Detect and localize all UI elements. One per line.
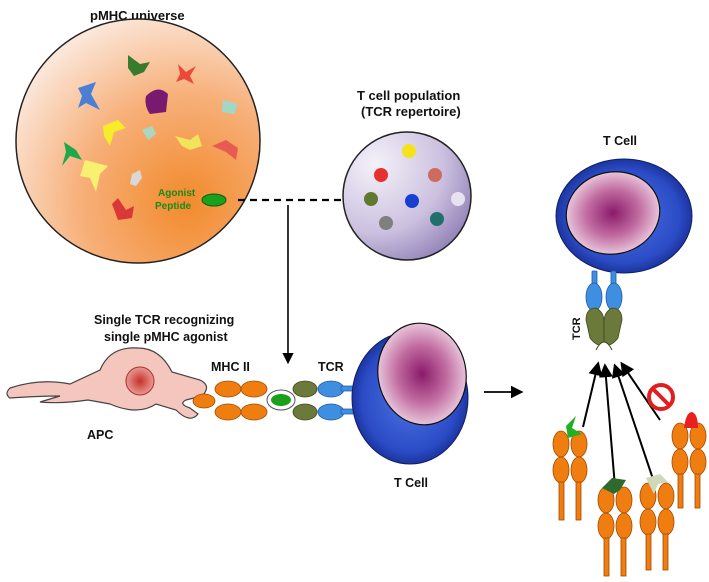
tcell-population-circle (342, 131, 472, 261)
candidate-mhc-4 (671, 422, 707, 509)
peptide-shape (145, 89, 168, 114)
arrow-candidate-2 (598, 363, 616, 488)
peptide-shape (80, 160, 108, 192)
peptide-shape (112, 198, 134, 220)
arrow-candidate-4 (620, 361, 661, 421)
arrow-candidate-3 (611, 363, 656, 486)
tcr-blue-domains (317, 380, 356, 421)
tcell-bottom-label: T Cell (394, 476, 428, 490)
candidate-peptide (684, 412, 698, 428)
peptide-shape (62, 142, 82, 166)
peptide-shape (175, 134, 202, 150)
arrow-candidate-1 (582, 361, 603, 428)
candidate-peptide (566, 416, 582, 438)
tcr-right-label: TCR (571, 317, 583, 340)
tcell-bottom-nucleus (377, 322, 467, 426)
tcell-right-nucleus (565, 171, 661, 255)
tcr-right-blue (585, 270, 623, 312)
repertoire-dots (364, 144, 465, 230)
apc-cell (6, 347, 208, 419)
apc-nucleus (125, 366, 155, 396)
tcr-right-olive (585, 307, 623, 347)
tcr-olive-domains (292, 380, 318, 421)
peptide-shape (222, 100, 238, 114)
pmhc-universe-circle (15, 18, 261, 264)
peptide-shapes (62, 55, 238, 220)
peptide-shape (130, 170, 142, 186)
repertoire-dot (430, 212, 444, 226)
agonist-label-1: Agonist (158, 188, 196, 199)
agonist-peptide-bound (271, 394, 291, 406)
repertoire-dot (374, 168, 388, 182)
peptide-shape-small (142, 126, 156, 140)
candidate-mhc-1 (552, 430, 588, 521)
block-icon (647, 383, 675, 411)
mhc2-complex (192, 380, 268, 421)
candidate-peptide (602, 478, 626, 494)
tcell-population-label-1: T cell population (357, 88, 460, 103)
peptide-shape (176, 64, 196, 84)
tcell-right-label: T Cell (603, 134, 637, 148)
candidate-peptide (646, 474, 668, 494)
apc-label: APC (87, 428, 113, 442)
mhc2-label: MHC II (211, 360, 250, 374)
single-tcr-label-2: single pMHC agonist (104, 330, 228, 344)
repertoire-dot (428, 168, 442, 182)
repertoire-dot (405, 194, 419, 208)
repertoire-dot (379, 216, 393, 230)
tcr-right-binding-cleft (595, 341, 613, 351)
tcell-population-label-2: (TCR repertoire) (361, 104, 461, 119)
agonist-peptide-oval (201, 193, 227, 207)
peptide-shape (78, 82, 100, 110)
candidate-mhc-2 (597, 486, 633, 577)
tcr-label-left: TCR (318, 360, 344, 374)
agonist-label-2: Peptide (155, 201, 192, 212)
peptide-shape (103, 120, 126, 146)
repertoire-dot (364, 192, 378, 206)
repertoire-dot (402, 144, 416, 158)
pmhc-universe-label: pMHC universe (90, 8, 185, 23)
single-tcr-label-1: Single TCR recognizing (94, 313, 234, 327)
repertoire-dot (451, 192, 465, 206)
peptide-shape (212, 140, 238, 160)
peptide-shape (128, 55, 150, 76)
candidate-mhc-3 (639, 482, 675, 571)
